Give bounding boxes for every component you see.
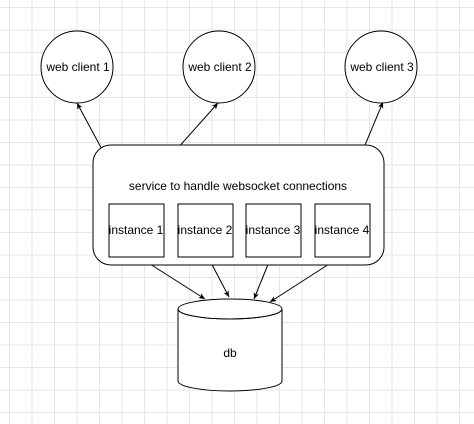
service-container	[92, 144, 385, 266]
instance-1-box	[108, 203, 165, 258]
web-client-1-circle	[40, 30, 114, 104]
database-cylinder	[177, 298, 283, 392]
instance-2-box	[177, 203, 234, 258]
instance-3-box	[245, 203, 302, 258]
web-client-3-circle	[344, 30, 418, 104]
web-client-2-circle	[182, 30, 256, 104]
instance-4-box	[314, 203, 371, 258]
